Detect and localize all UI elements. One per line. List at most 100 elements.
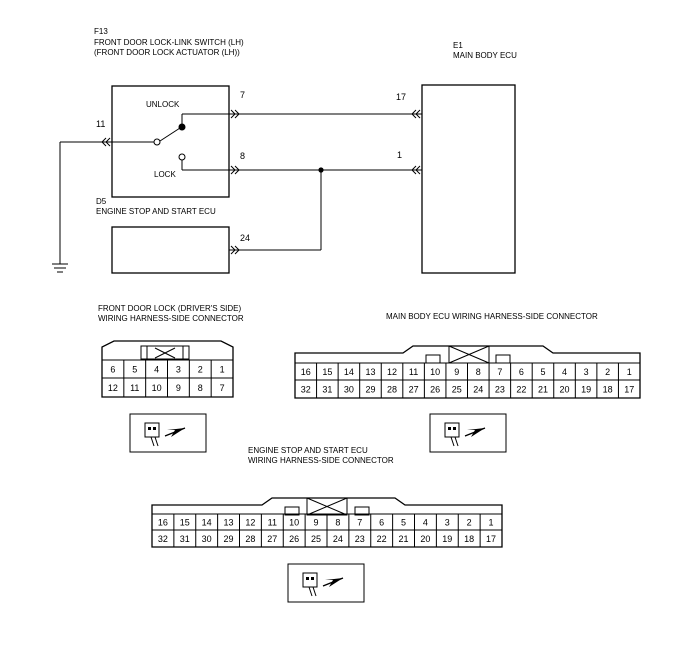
engine-ecu-connector-pin-label: 25	[311, 534, 321, 544]
door-connector-pin-label: 4	[154, 365, 159, 375]
pin-main-ecu-1: 1	[397, 150, 402, 160]
ground-icon	[52, 263, 68, 273]
main-ecu-connector-pin-label: 23	[495, 385, 505, 395]
pin-engine-ecu-24: 24	[240, 233, 250, 243]
engine-ecu-connector-pin-label: 14	[202, 518, 212, 528]
main-ecu-connector-pin-label: 24	[473, 385, 483, 395]
engine-ecu-connector-pin-label: 32	[158, 534, 168, 544]
main-ecu-code: E1	[453, 41, 463, 50]
main-ecu-connector-pin-label: 13	[365, 367, 375, 377]
door-connector-pin-label: 8	[198, 383, 203, 393]
switch-code: F13	[94, 27, 108, 36]
main-ecu-connector-pin-label: 17	[624, 385, 634, 395]
door-connector-pin-label: 5	[132, 365, 137, 375]
main-ecu-connector-pin-label: 20	[560, 385, 570, 395]
engine-ecu-connector-pin-label: 10	[289, 518, 299, 528]
pin-switch-7: 7	[240, 90, 245, 100]
engine-ecu-connector-pin-label: 1	[489, 518, 494, 528]
main-ecu-connector-pin-label: 7	[497, 367, 502, 377]
main-ecu-connector-pin-label: 21	[538, 385, 548, 395]
engine-ecu-connector-pictogram	[287, 563, 365, 603]
main-ecu-connector-pin-label: 16	[301, 367, 311, 377]
main-ecu-connector-pin-label: 19	[581, 385, 591, 395]
main-ecu-connector-title: MAIN BODY ECU WIRING HARNESS-SIDE CONNEC…	[386, 312, 598, 321]
main-ecu-connector-pictogram	[429, 413, 507, 453]
main-ecu-connector-pin-label: 30	[344, 385, 354, 395]
main-ecu-name: MAIN BODY ECU	[453, 51, 517, 60]
pin-switch-8: 8	[240, 151, 245, 161]
engine-ecu-connector-pin-label: 17	[486, 534, 496, 544]
engine-ecu-connector-pin-label: 6	[379, 518, 384, 528]
engine-ecu-connector-pin-label: 28	[245, 534, 255, 544]
engine-ecu-code: D5	[96, 197, 107, 206]
switch-lock-label: LOCK	[154, 170, 176, 179]
engine-ecu-connector-pin-label: 15	[180, 518, 190, 528]
door-connector-pin-label: 6	[110, 365, 115, 375]
door-connector-pin-label: 7	[220, 383, 225, 393]
switch-unlock-label: UNLOCK	[146, 100, 180, 109]
main-ecu-connector-pin-label: 3	[584, 367, 589, 377]
main-ecu-connector-pin-label: 31	[322, 385, 332, 395]
door-connector-pin-label: 10	[152, 383, 162, 393]
pin-switch-11: 11	[96, 119, 105, 129]
engine-ecu-connector-pin-label: 21	[399, 534, 409, 544]
main-ecu-connector-pin-label: 11	[409, 367, 418, 377]
engine-ecu-connector-pin-label: 18	[464, 534, 474, 544]
main-ecu-connector-pin-label: 15	[322, 367, 332, 377]
engine-ecu-connector-pin-label: 19	[442, 534, 452, 544]
engine-ecu-connector-pin-label: 12	[245, 518, 255, 528]
engine-ecu-connector-pin-label: 16	[158, 518, 168, 528]
engine-ecu-connector-pin-label: 24	[333, 534, 343, 544]
door-connector-pin-label: 12	[108, 383, 118, 393]
main-ecu-connector-pin-label: 5	[540, 367, 545, 377]
engine-ecu-connector-pin-label: 9	[314, 518, 319, 528]
main-ecu-connector-pin-label: 8	[476, 367, 481, 377]
wire-unlock	[229, 109, 422, 119]
door-connector-pin-label: 9	[176, 383, 181, 393]
main-ecu-connector-pin-label: 25	[452, 385, 462, 395]
engine-ecu-connector-pin-label: 23	[355, 534, 365, 544]
main-ecu-connector-pin-label: 18	[603, 385, 613, 395]
engine-ecu-connector-pin-label: 13	[224, 518, 234, 528]
engine-ecu-connector-pin-label: 5	[401, 518, 406, 528]
engine-ecu-connector-pin-label: 26	[289, 534, 299, 544]
main-ecu-connector-pin-label: 9	[454, 367, 459, 377]
switch-contact	[112, 113, 229, 171]
switch-name-line2: (FRONT DOOR LOCK ACTUATOR (LH))	[94, 48, 240, 57]
main-ecu-connector-pin-label: 2	[605, 367, 610, 377]
main-ecu-connector-pin-label: 28	[387, 385, 397, 395]
door-connector-title-line2: WIRING HARNESS-SIDE CONNECTOR	[98, 314, 244, 323]
wire-engine-ecu	[229, 245, 321, 255]
engine-ecu-connector-pin-label: 2	[467, 518, 472, 528]
main-ecu-connector-pin-label: 6	[519, 367, 524, 377]
main-ecu-connector-pin-label: 14	[344, 367, 354, 377]
door-connector-title-line1: FRONT DOOR LOCK (DRIVER'S SIDE)	[98, 304, 242, 313]
door-connector-pin-label: 2	[198, 365, 203, 375]
engine-ecu-connector-title-line2: WIRING HARNESS-SIDE CONNECTOR	[248, 456, 394, 465]
engine-ecu-connector-pin-label: 27	[267, 534, 277, 544]
main-ecu-connector-pin-label: 10	[430, 367, 440, 377]
main-ecu-connector-pin-label: 26	[430, 385, 440, 395]
engine-ecu-connector-pin-label: 31	[180, 534, 190, 544]
engine-ecu-connector-pin-label: 11	[268, 518, 277, 528]
main-ecu-connector-pin-label: 32	[301, 385, 311, 395]
main-ecu-box	[421, 84, 516, 274]
pin-main-ecu-17: 17	[396, 92, 406, 102]
engine-ecu-connector-pin-label: 4	[423, 518, 428, 528]
main-ecu-connector-pin-label: 27	[409, 385, 419, 395]
engine-ecu-connector-pin-label: 22	[377, 534, 387, 544]
engine-ecu-connector-pin-label: 8	[335, 518, 340, 528]
main-ecu-connector-pin-label: 29	[365, 385, 375, 395]
engine-ecu-connector-pin-label: 20	[420, 534, 430, 544]
main-ecu-connector-pin-label: 12	[387, 367, 397, 377]
wire-ground	[59, 137, 112, 264]
main-ecu-connector-pin-label: 22	[516, 385, 526, 395]
main-ecu-connector-pin-label: 4	[562, 367, 567, 377]
engine-ecu-connector-pin-label: 29	[224, 534, 234, 544]
main-ecu-connector-pin-label: 1	[627, 367, 632, 377]
